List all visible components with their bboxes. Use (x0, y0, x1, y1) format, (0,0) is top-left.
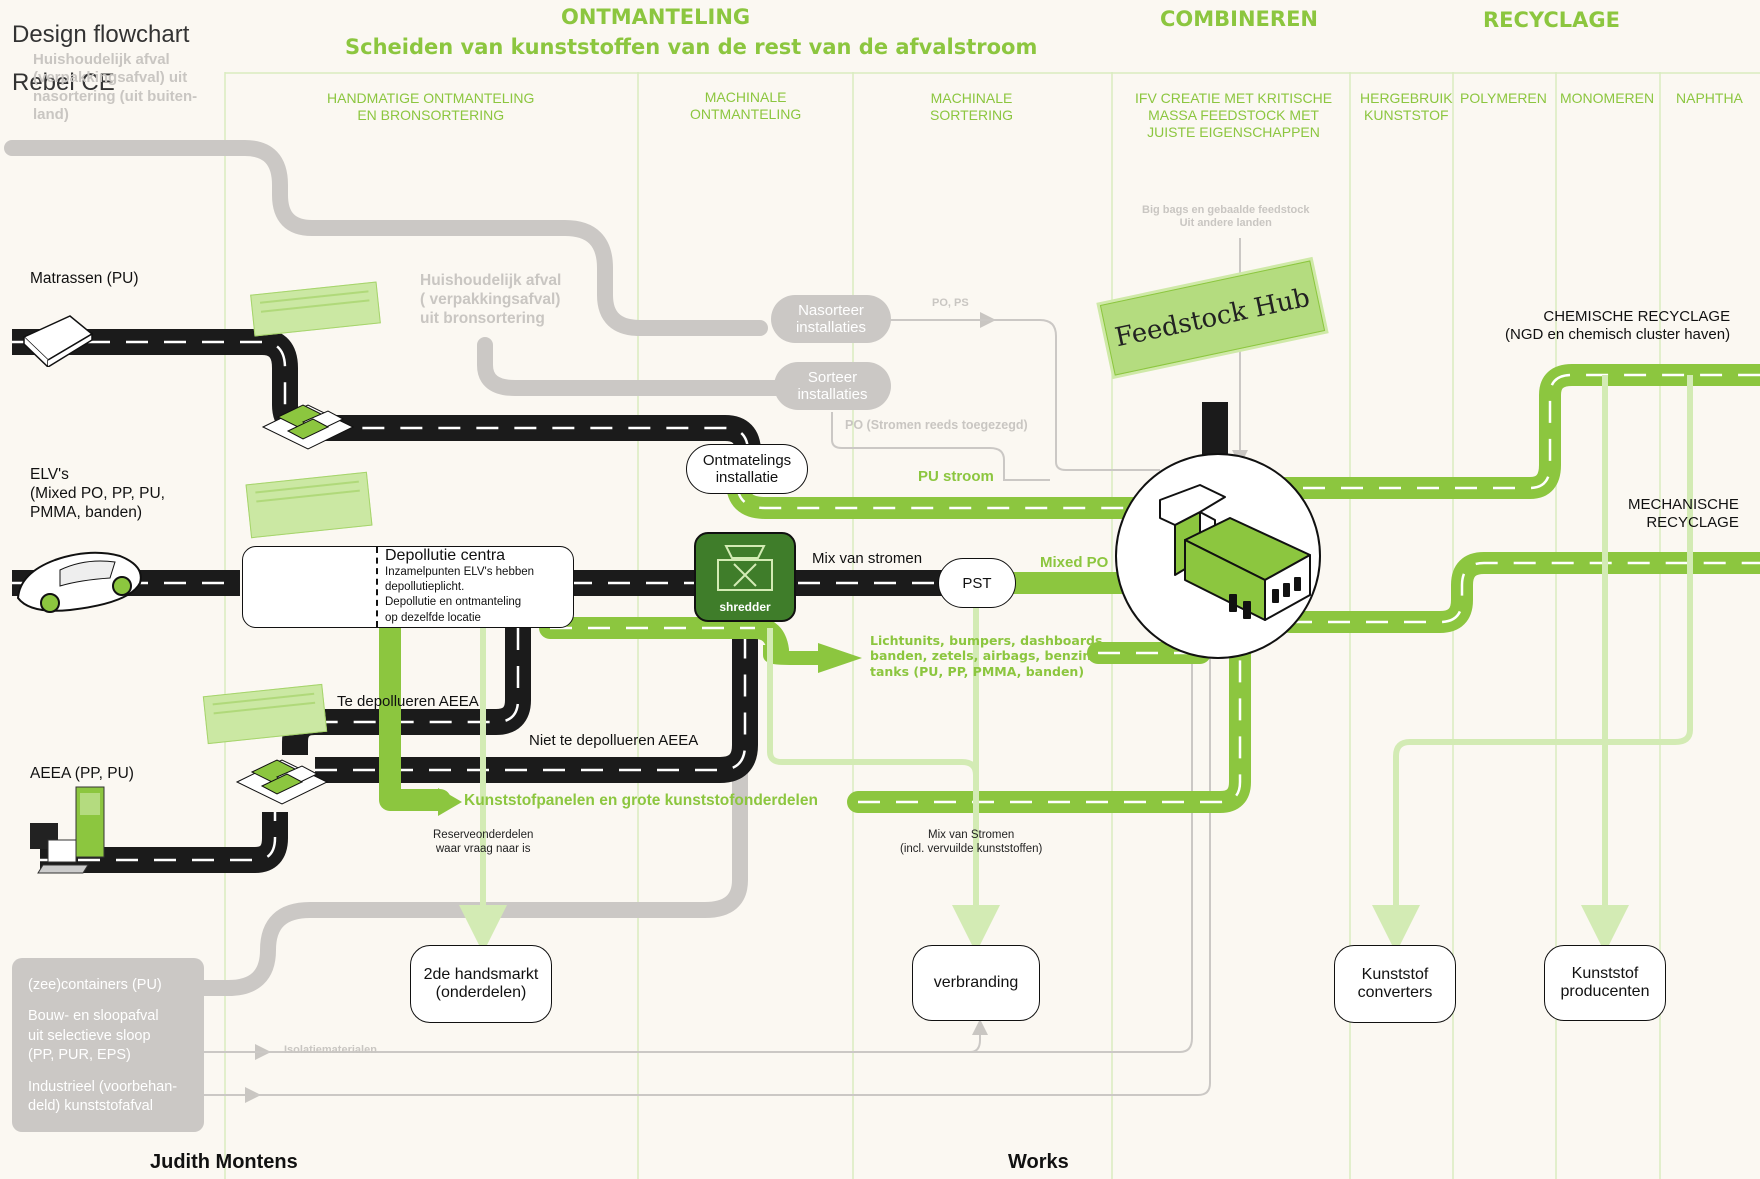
shredder-icon (717, 545, 773, 591)
black-roads (12, 329, 1228, 873)
household-abroad-label: Huishoudelijk afval(verpakkingsafval) ui… (33, 51, 198, 123)
page-title: Design flowchart (12, 21, 190, 48)
combineren-heading: COMBINEREN (1160, 7, 1318, 31)
depollutie-title: Depollutie centra (385, 547, 506, 564)
pallet-icon-1 (258, 387, 358, 457)
label-kunststofpanelen: Kunststofpanelen en grote kunststofonder… (464, 792, 818, 809)
grey-roads (4, 140, 788, 996)
car-icon (10, 548, 145, 618)
label-lichtunits: Lichtunits, bumpers, dashboards,banden, … (870, 633, 1108, 679)
handsmarkt-node: 2de handsmarkt(onderdelen) (410, 945, 552, 1023)
lichtunits-arrowhead (818, 643, 862, 673)
shredder-label: shredder (719, 600, 771, 614)
label-pu-stroom: PU stroom (918, 468, 994, 485)
grey-thin-lines (190, 238, 1248, 1103)
footer-author: Judith Montens (150, 1151, 298, 1173)
source-elv: ELV's(Mixed PO, PP, PU,PMMA, banden) (30, 466, 165, 521)
mattress-icon (20, 312, 95, 369)
ontmanteling-subheading: Scheiden van kunststoffen van de rest va… (345, 35, 1038, 59)
appliance-icon (28, 785, 120, 875)
pallet-icon-3 (232, 742, 332, 812)
pst-node: PST (938, 558, 1016, 608)
label-isolatie: Isolatiematerialen (284, 1044, 377, 1056)
label-mixed-po: Mixed PO (1040, 554, 1109, 571)
label-chemische: CHEMISCHE RECYCLAGE(NGD en chemisch clus… (1505, 308, 1731, 344)
depollutie-node: Depollutie centra Inzamelpunten ELV's he… (242, 546, 574, 628)
source-matrassen: Matrassen (PU) (30, 270, 139, 287)
light-green-lines (459, 375, 1693, 953)
panelen-arrowhead (438, 788, 462, 816)
shredder-node: shredder (694, 532, 796, 622)
label-po-ps: PO, PS (932, 297, 969, 309)
source-aeea: AEEA (PP, PU) (30, 765, 134, 782)
label-niet-te-depollueren: Niet te depollueren AEEA (529, 732, 699, 749)
label-mix-van-stromen: Mix van Stromen(incl. vervuilde kunststo… (900, 829, 1043, 856)
verbranding-node: verbranding (912, 945, 1040, 1021)
col-polymeren: POLYMEREN (1460, 90, 1547, 106)
page-subtitle: Rebel CE (12, 69, 115, 96)
ontmanteling-heading: ONTMANTELING (561, 5, 751, 29)
label-po-stromen: PO (Stromen reeds toegezegd) (845, 418, 1028, 432)
col-naphtha: NAPHTHA (1676, 90, 1743, 106)
footer-works: Works (1008, 1151, 1069, 1173)
household-bron-label: Huishoudelijk afval( verpakkingsafval)ui… (420, 272, 562, 327)
label-te-depollueren: Te depollueren AEEA (337, 693, 479, 710)
col-monomeren: MONOMEREN (1560, 90, 1655, 106)
label-mix-stromen: Mix van stromen (812, 550, 923, 567)
factory-icon (1159, 484, 1311, 621)
recyclage-heading: RECYCLAGE (1483, 8, 1621, 32)
bottom-sources-box: (zee)containers (PU) Bouw- en sloopafval… (12, 958, 204, 1132)
